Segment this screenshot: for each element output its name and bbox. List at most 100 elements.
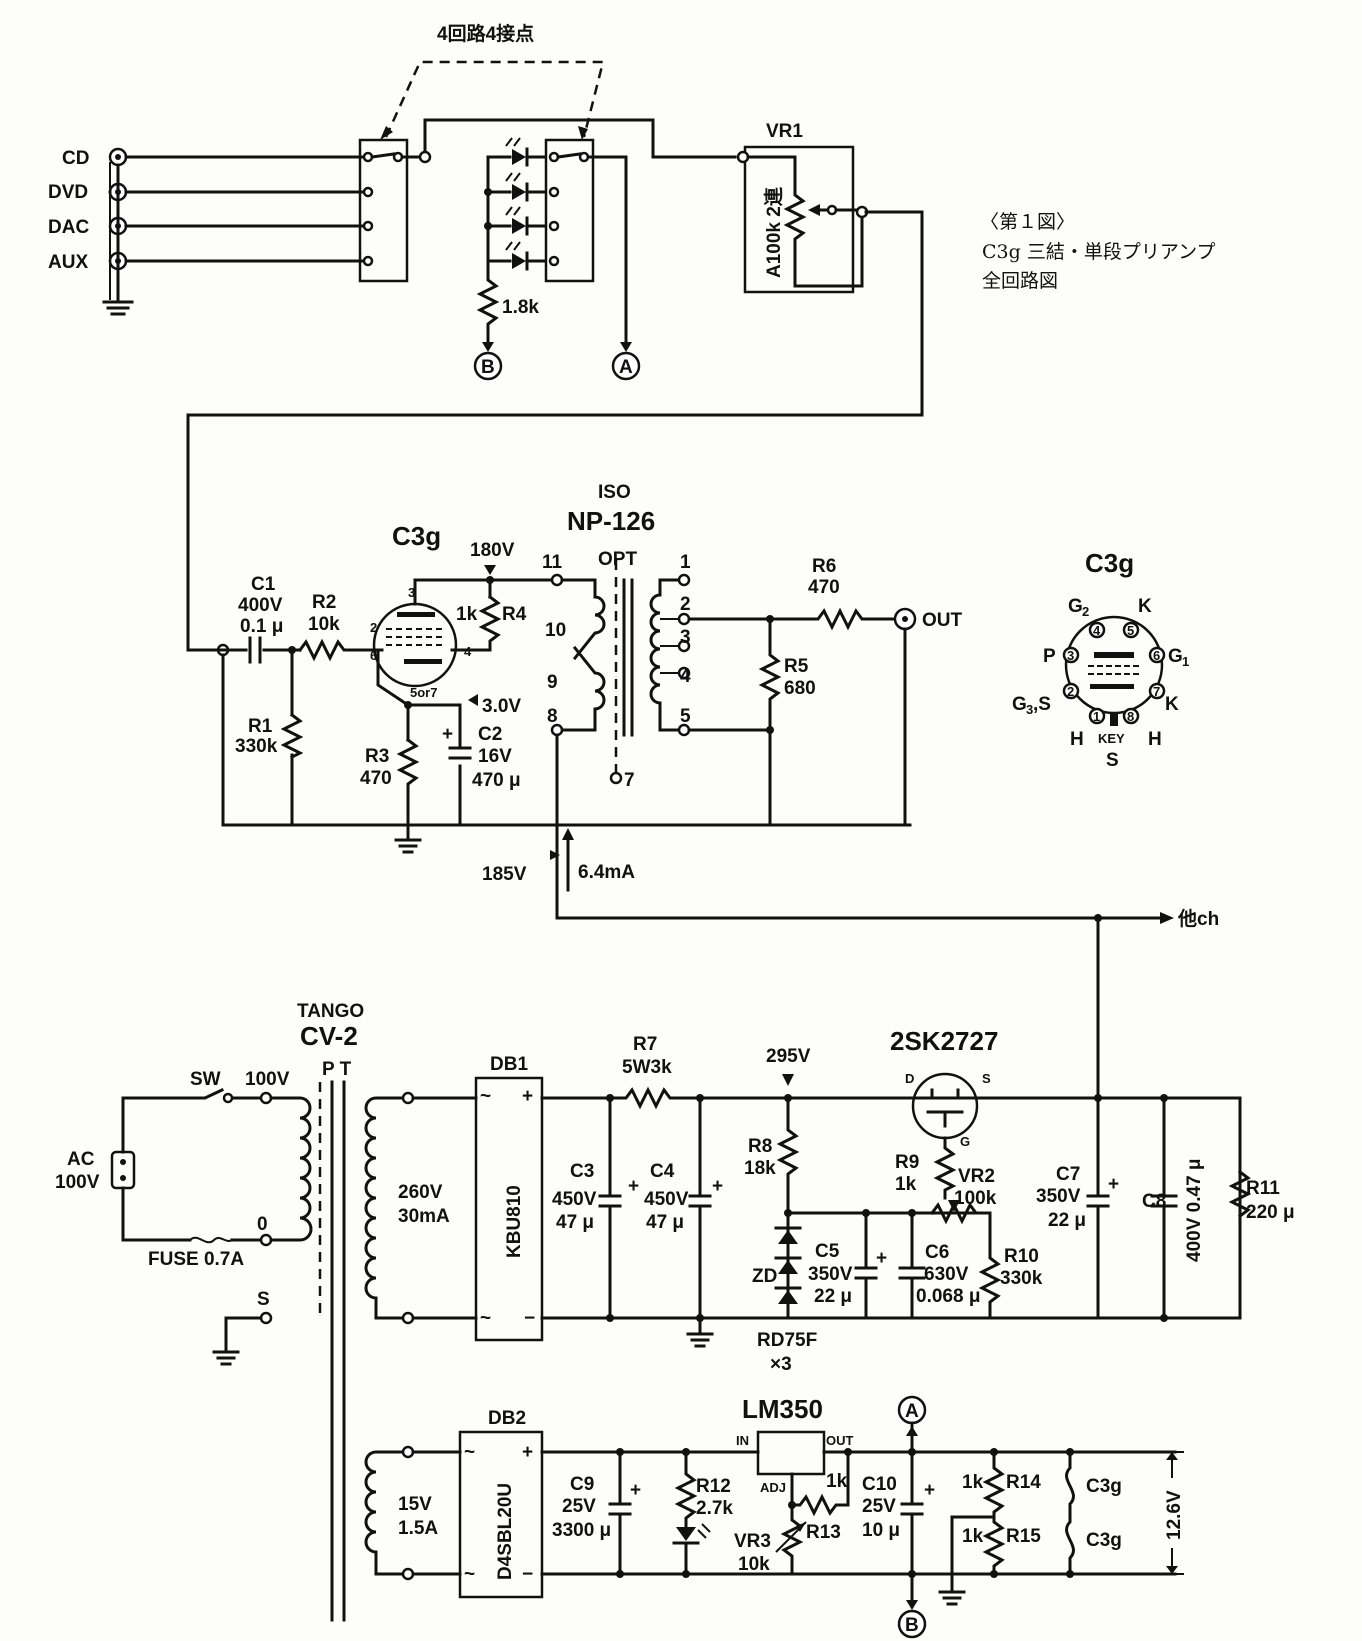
- db2-ac1: ~: [464, 1442, 475, 1463]
- wire-cathode: [376, 648, 462, 742]
- heater-ground: [938, 1515, 996, 1606]
- r15-value: 1k: [962, 1526, 984, 1547]
- tap-0: 0: [257, 1214, 268, 1235]
- selector-2-contacts: [548, 151, 590, 267]
- led-resistor-value: 1.8k: [502, 297, 539, 318]
- opt-pin-7: 7: [624, 770, 635, 791]
- opt-secondary: [649, 573, 691, 737]
- zd-ref: ZD: [752, 1266, 777, 1287]
- resistor-r5: [687, 617, 907, 827]
- vr2-value: 100k: [954, 1188, 997, 1209]
- r13-value: 1k: [826, 1471, 848, 1492]
- pt-model: CV-2: [300, 1021, 358, 1051]
- opt-pin-10: 10: [545, 620, 566, 641]
- pt-label: P T: [322, 1059, 352, 1080]
- r3-ref: R3: [365, 746, 389, 767]
- pinout-title: C3g: [1085, 548, 1134, 578]
- db1-plus: +: [522, 1086, 533, 1107]
- db1-box: [474, 1076, 544, 1342]
- wire-sel2-to-a: [586, 155, 628, 347]
- c10-capacitance: 10 μ: [862, 1520, 900, 1541]
- tube-pin-fil: 5or7: [410, 685, 437, 700]
- fuse: [189, 1236, 233, 1244]
- vr3: [780, 1503, 804, 1576]
- r6-ref: R6: [812, 556, 836, 577]
- pin-4: 4: [1093, 623, 1101, 638]
- input-dac-label: DAC: [48, 217, 89, 238]
- output-label: OUT: [922, 610, 963, 631]
- reg-type: LM350: [742, 1394, 823, 1424]
- heater-supply: 15V 1.5A DB2 D4SBL20U ~ + ~ − + C9 25V 3…: [364, 1394, 1185, 1639]
- c4-voltage: 450V: [644, 1189, 689, 1210]
- r11-value: 220 μ: [1246, 1202, 1295, 1223]
- other-ch: 他ch: [1177, 907, 1219, 930]
- reg-out: OUT: [826, 1433, 854, 1448]
- c3-plus: +: [628, 1176, 639, 1197]
- b-voltage: 185V: [482, 864, 527, 885]
- capacitor-c2: [448, 746, 472, 760]
- hv-supply: TANGO CV-2 P T AC 100V SW 100V 0 FUSE 0.…: [55, 916, 1295, 1622]
- fet-g: G: [960, 1134, 970, 1149]
- hv-current: 30mA: [398, 1206, 450, 1227]
- selector-label: 4回路4接点: [437, 22, 534, 45]
- opt-pin-3: 3: [680, 627, 691, 648]
- reg-in: IN: [736, 1433, 749, 1448]
- c2-plus: +: [442, 724, 453, 745]
- c6-capacitance: 0.068 μ: [916, 1286, 980, 1307]
- c2-capacitance: 470 μ: [472, 770, 521, 791]
- caption-sub: 全回路図: [982, 270, 1058, 292]
- r8-value: 18k: [744, 1158, 776, 1179]
- tap-s: S: [257, 1289, 270, 1310]
- resistor-r14-r15: [982, 1450, 1006, 1576]
- r12-ref: R12: [696, 1476, 731, 1497]
- pin-2: 2: [1067, 684, 1074, 699]
- db2-minus: −: [522, 1564, 533, 1585]
- r7-ref: R7: [633, 1034, 657, 1055]
- pinout-g3-tail: ,S: [1033, 694, 1051, 715]
- db1-minus: −: [524, 1308, 535, 1329]
- tube-pin-plate: 3: [408, 585, 415, 600]
- db2-box: [458, 1430, 544, 1599]
- r14-value: 1k: [962, 1472, 984, 1493]
- cathode-voltage: 3.0V: [482, 696, 521, 717]
- arrow-to-b: [482, 342, 494, 352]
- arrow-right: [578, 126, 588, 140]
- opt-pin-8: 8: [547, 706, 558, 727]
- c9-voltage: 25V: [562, 1496, 596, 1517]
- heater-filaments: [1065, 1450, 1075, 1576]
- vr1-track: [746, 155, 864, 288]
- r5-ref: R5: [784, 656, 809, 677]
- r4-ref: R4: [502, 604, 527, 625]
- ac-label: AC: [67, 1149, 95, 1170]
- heater-voltage: 12.6V: [1164, 1490, 1185, 1540]
- r6-value: 470: [808, 577, 840, 598]
- input-selector-section: 4回路4接点 CD DVD DAC AUX: [48, 22, 1216, 652]
- c5-plus: +: [876, 1248, 887, 1269]
- opt-primary: [559, 578, 606, 732]
- power-led: [676, 1527, 696, 1541]
- opt-core: [622, 578, 634, 737]
- c5-capacitance: 22 μ: [814, 1286, 852, 1307]
- r12-value: 2.7k: [696, 1498, 733, 1519]
- r4-value: 1k: [456, 604, 478, 625]
- hv-to-db1: [411, 1096, 478, 1320]
- c7-voltage: 350V: [1036, 1186, 1081, 1207]
- c4-ref: C4: [650, 1161, 675, 1182]
- caption-title: C3g 三結・単段プリアンプ: [982, 241, 1216, 263]
- r8-ref: R8: [748, 1136, 772, 1157]
- pinout-p: P: [1043, 646, 1056, 667]
- other-ch-arrow: [1160, 912, 1174, 924]
- pinout-g2-sub: 2: [1082, 604, 1089, 619]
- c9-ref: C9: [570, 1474, 594, 1495]
- pinout-key: KEY: [1098, 731, 1125, 746]
- resistor-r11: [1228, 1169, 1252, 1219]
- opt-pin-11: 11: [542, 552, 563, 573]
- pinout-k2: K: [1165, 694, 1179, 715]
- node-a-top-label: A: [619, 357, 633, 378]
- c8-ref: C8: [1142, 1191, 1166, 1212]
- r14-ref: R14: [1006, 1472, 1041, 1493]
- plate-voltage: 180V: [470, 540, 515, 561]
- lv-rails: [540, 1450, 1177, 1576]
- pt-brand: TANGO: [297, 1001, 364, 1022]
- tube-pin-cathode: 6: [370, 648, 377, 663]
